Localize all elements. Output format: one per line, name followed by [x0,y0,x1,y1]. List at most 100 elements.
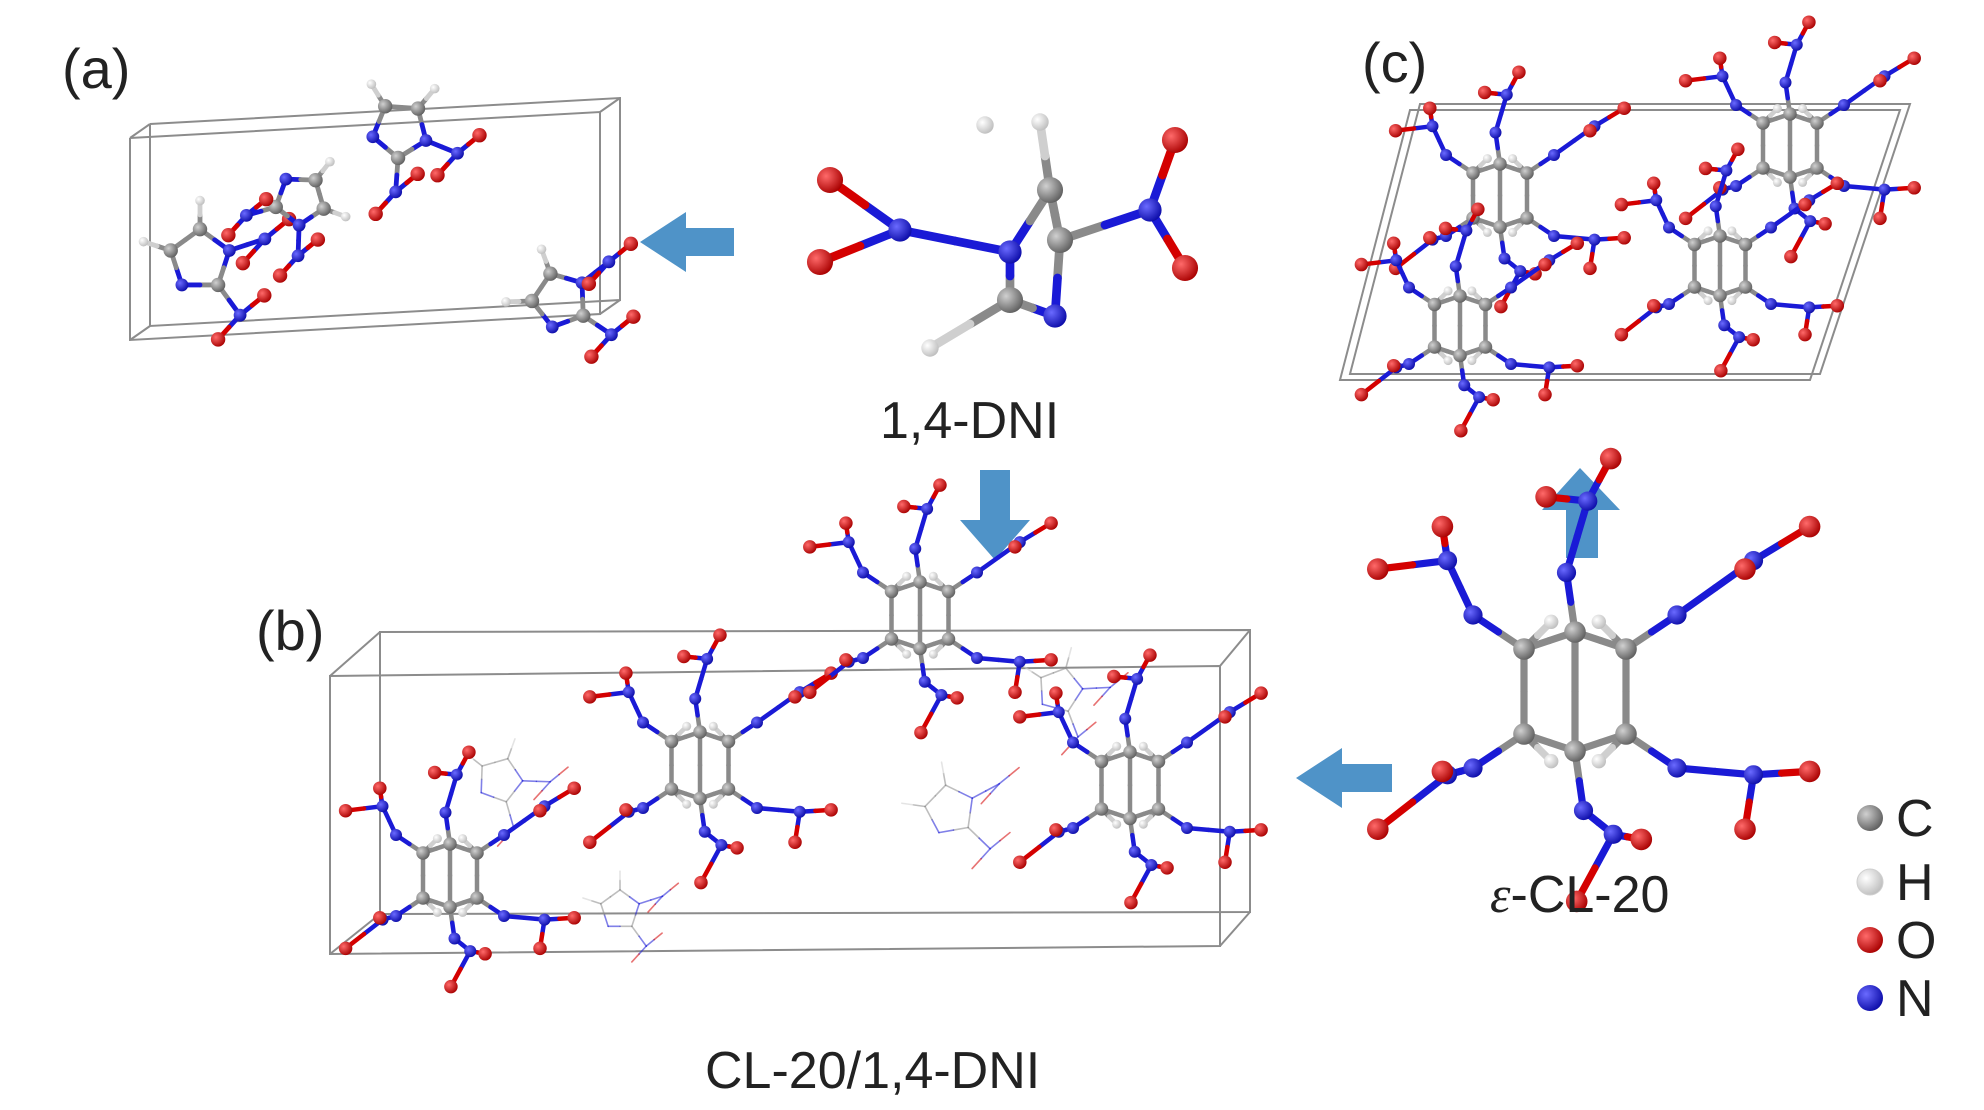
molecule-atom [1044,516,1058,530]
molecule-atom [1171,254,1199,282]
molecule-atom [806,248,834,276]
molecule-atom [1650,194,1663,207]
molecule-atom [1727,296,1737,306]
molecules-b [338,478,1268,994]
molecule-atom [1556,562,1577,583]
molecule-atom [1727,226,1737,236]
molecule-bond [645,938,655,947]
molecule-atom [1049,686,1063,700]
molecule-atom [584,349,599,364]
molecule-bond [1040,676,1043,692]
molecule-atom [430,168,445,183]
molecule-bond [481,761,496,767]
molecule-atom [1614,327,1629,342]
molecule-bond [634,902,640,916]
molecule-atom [1094,754,1109,769]
molecule-atom [1907,51,1921,65]
molecule-atom [721,782,736,796]
molecule-bond [638,899,652,905]
molecule-atom [1756,161,1770,175]
oxygen-swatch [1857,927,1883,953]
molecule-atom [416,846,430,860]
molecule-bond [1031,671,1042,679]
panel-a-label: (a) [62,37,130,100]
molecule-atom [1181,822,1193,834]
molecule-bond [901,802,915,806]
molecule-atom [1151,802,1166,816]
molecule-atom [1478,297,1493,312]
molecule-atom [340,211,351,222]
molecule-bond [669,882,680,891]
molecule-bond [1081,687,1098,690]
molecule-atom [1810,116,1824,130]
molecule-atom [498,829,510,841]
molecule-atom [1367,818,1389,840]
molecule-atom [292,218,306,232]
molecule-atom [1036,176,1064,204]
molecule-atom [1783,107,1797,121]
molecule-bond [533,789,543,801]
molecule-atom [941,632,956,646]
molecule-atom [443,837,457,851]
molecule-atom [221,227,236,243]
molecule-atom [693,725,707,739]
molecule-bond [931,818,940,834]
molecule-atom [1138,741,1148,751]
molecule-atom [1494,299,1508,314]
molecule-atom [1482,154,1492,164]
molecule-bond [934,784,947,797]
molecule-atom [1583,123,1597,138]
molecule-bond [600,902,606,916]
molecule-bond [480,791,495,799]
molecule-atom [824,803,838,817]
molecule-atom [138,236,149,247]
molecule-atom [478,947,492,961]
molecule-atom [1123,811,1137,826]
hydrogen-swatch [1856,868,1884,896]
molecule-atom [1614,197,1629,212]
molecule-atom [464,945,477,958]
molecule-atom [1663,298,1675,310]
molecule-atom [1543,361,1556,374]
molecule-bond [473,758,483,767]
molecule-atom [909,542,922,555]
molecule-atom [1514,265,1527,278]
molecule-atom [163,243,178,258]
molecule-bond [650,895,664,901]
molecule-atom [842,536,855,549]
molecule-bond [505,801,511,816]
molecule-atom [751,716,763,729]
molecule-atom [1131,672,1144,685]
molecules-c [1354,15,1921,438]
molecule-atom [1548,230,1560,242]
molecule-atom [258,191,274,207]
molecule-atom [1218,710,1232,724]
molecule-atom [793,805,806,818]
molecule-atom [921,339,939,357]
molecule-bond [638,935,648,947]
molecule-atom [1873,73,1887,88]
molecule-atom [1107,669,1121,684]
molecule-atom [175,278,189,292]
molecule-atom [1513,723,1535,745]
molecule-atom [1460,224,1473,237]
molecule-atom [1427,340,1442,354]
molecule-bond [510,738,516,750]
molecule-atom [816,166,844,194]
molecule-bond [1060,744,1071,756]
molecule-atom [1565,890,1588,913]
molecule-atom [410,166,425,182]
molecule-atom [472,128,487,143]
molecule-atom [1720,164,1733,177]
molecule-atom [416,891,430,905]
molecule-atom [1112,819,1122,829]
molecule-atom [545,320,559,334]
molecule-atom [1498,252,1511,265]
molecule-atom [1790,38,1803,51]
molecule-bond [1072,723,1079,738]
molecule-atom [1538,387,1552,402]
molecule-atom [458,907,468,917]
molecule-atom [1423,101,1437,115]
molecule-atom [950,691,964,705]
molecule-bond [1101,686,1111,698]
